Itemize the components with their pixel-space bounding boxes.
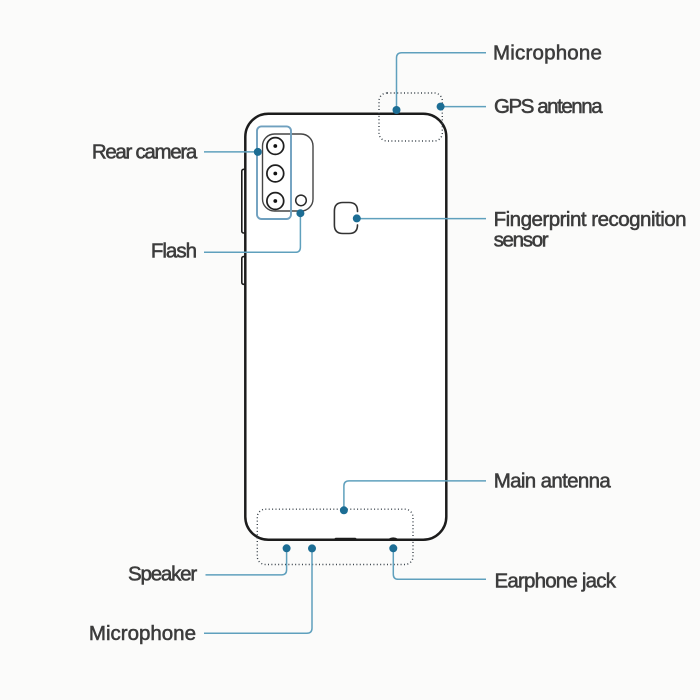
svg-text:Rear camera: Rear camera (92, 140, 198, 163)
svg-text:GPS antenna: GPS antenna (494, 95, 603, 118)
svg-text:sensor: sensor (494, 229, 549, 252)
svg-text:Speaker: Speaker (128, 563, 197, 586)
svg-text:Earphone jack: Earphone jack (495, 569, 617, 592)
svg-text:Microphone: Microphone (89, 622, 196, 645)
svg-text:Main antenna: Main antenna (494, 470, 612, 493)
svg-text:Microphone: Microphone (493, 41, 602, 64)
svg-text:Flash: Flash (151, 240, 197, 263)
svg-text:Fingerprint recognition: Fingerprint recognition (494, 208, 687, 231)
